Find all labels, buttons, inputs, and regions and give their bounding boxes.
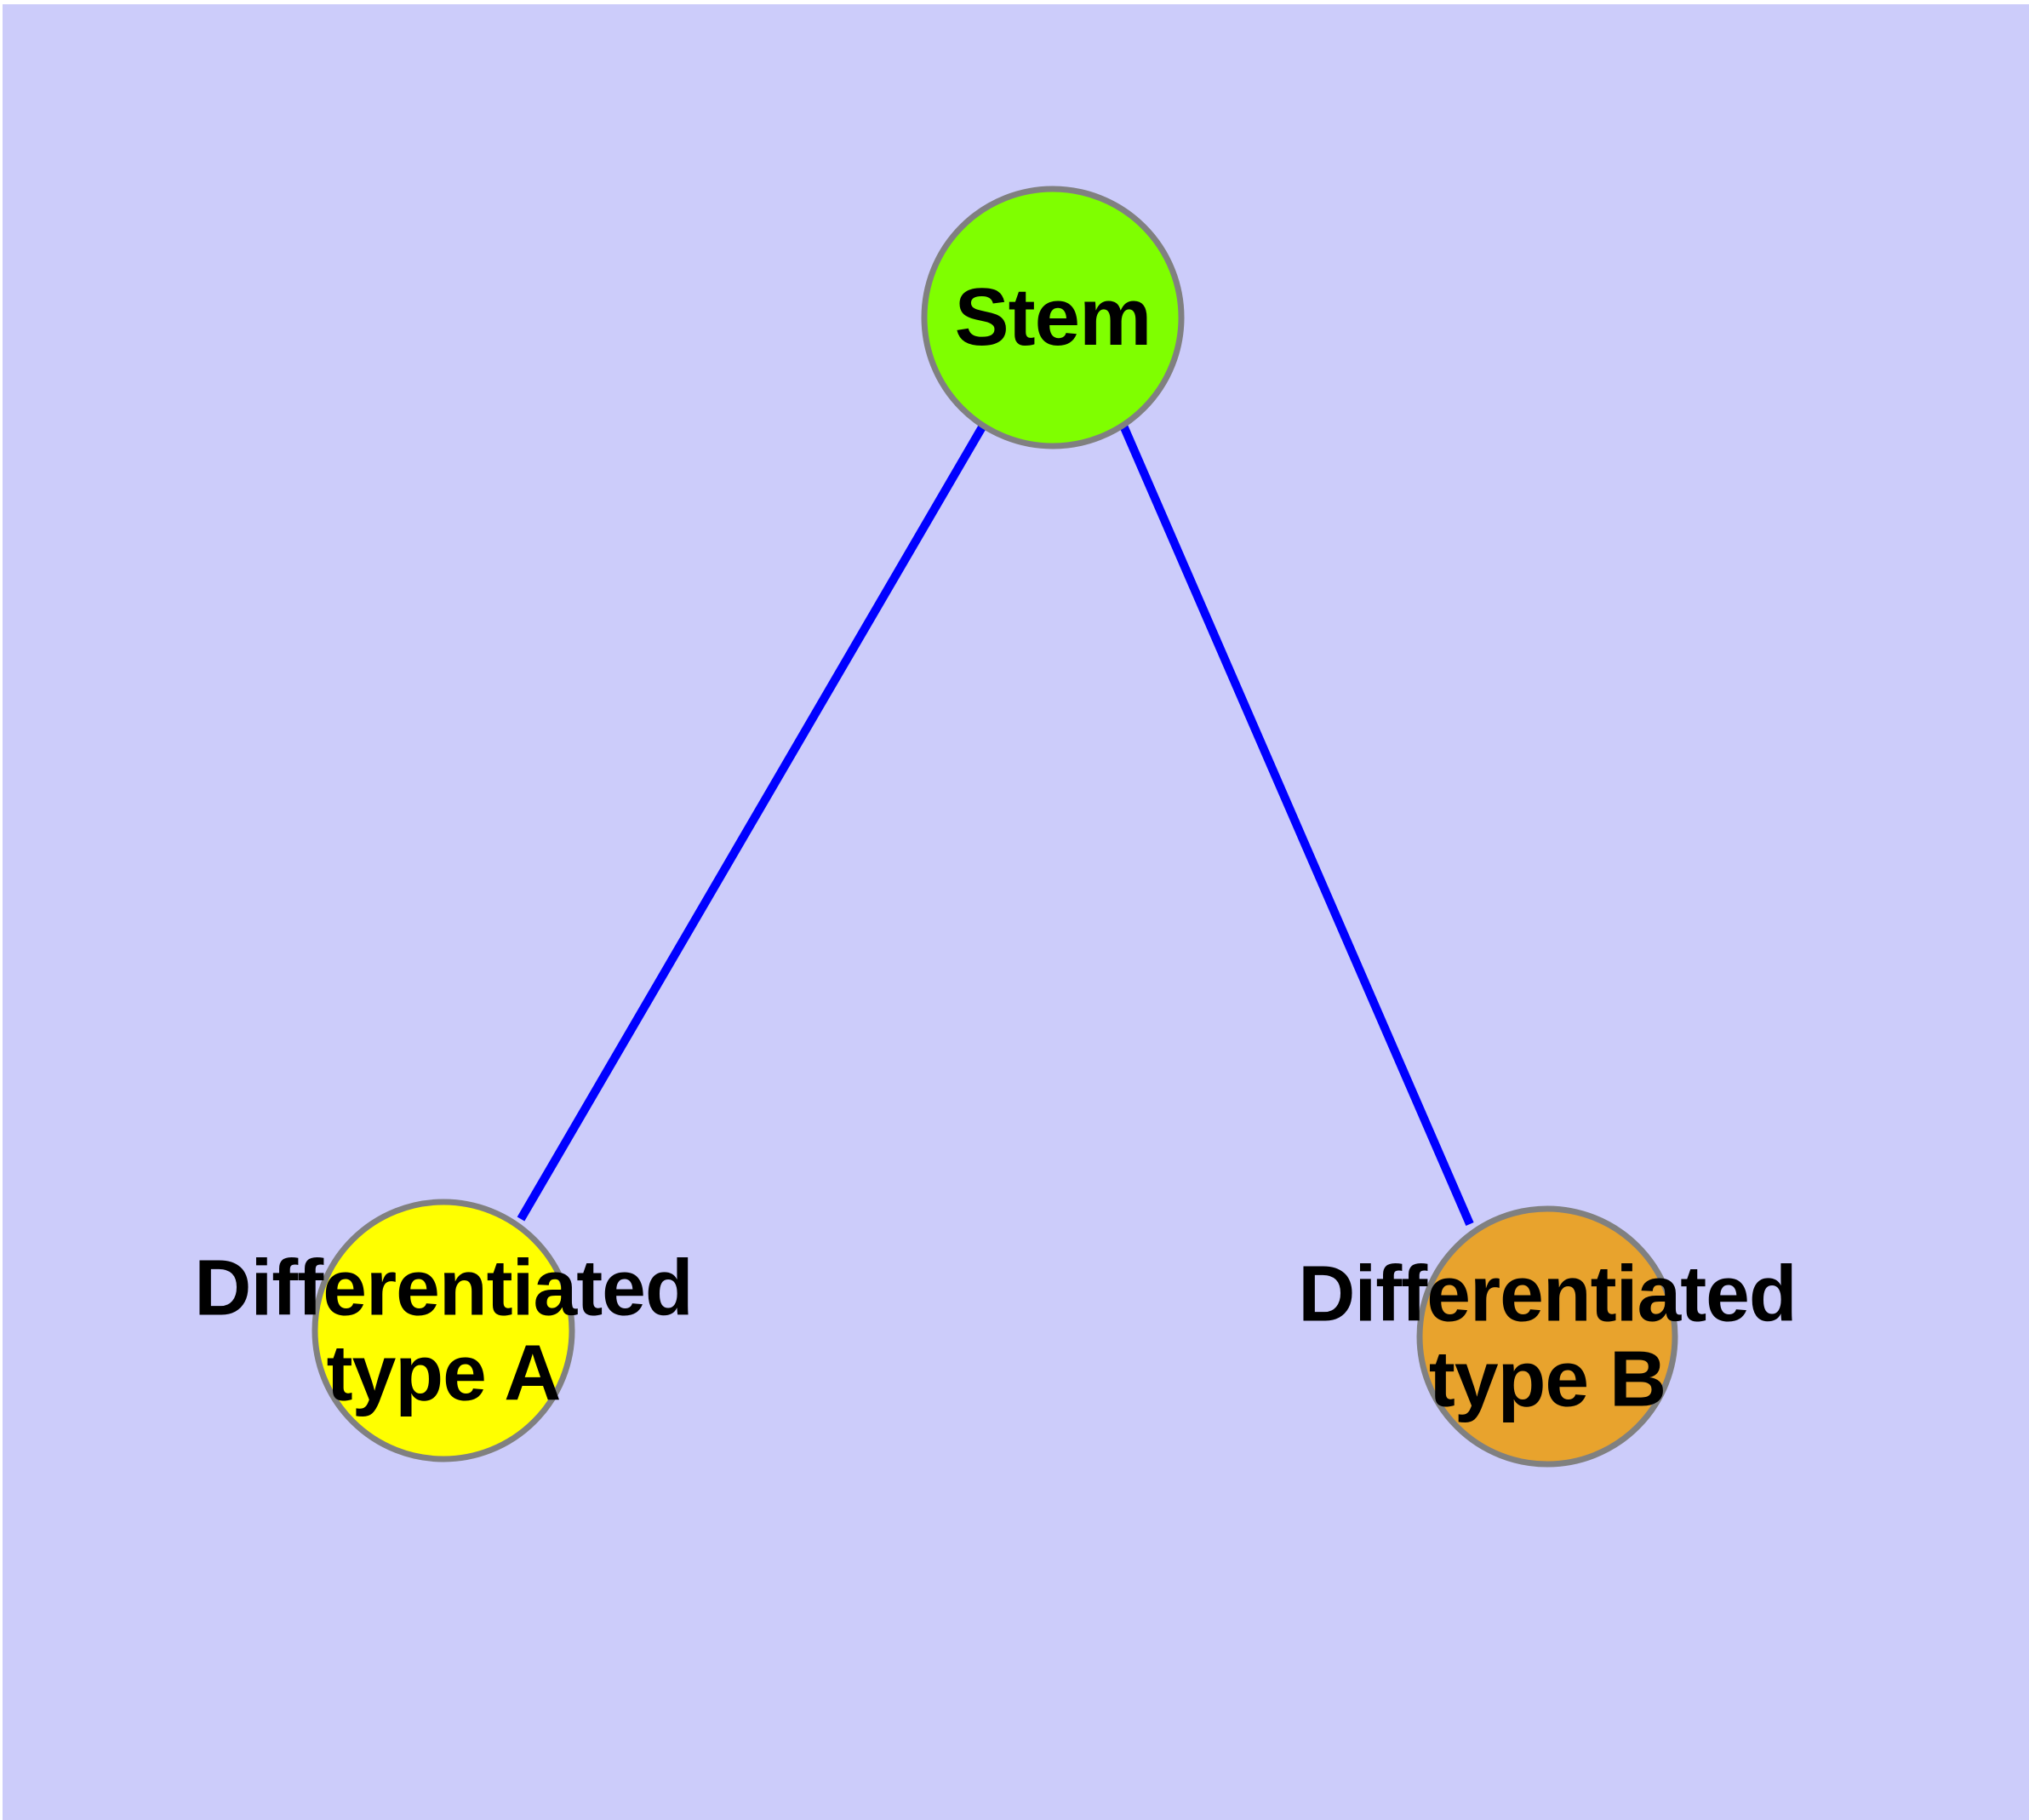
edge-stem-to-differentiated-type-a[interactable] [517,423,987,1222]
node-circle-stem[interactable] [921,186,1185,449]
edges-group [517,423,1474,1226]
node-circle-differentiated-type-a[interactable] [311,1199,575,1462]
node-circle-differentiated-type-b[interactable] [1416,1205,1678,1468]
nodes-group [311,186,1678,1468]
edge-stem-to-differentiated-type-b[interactable] [1119,424,1474,1226]
